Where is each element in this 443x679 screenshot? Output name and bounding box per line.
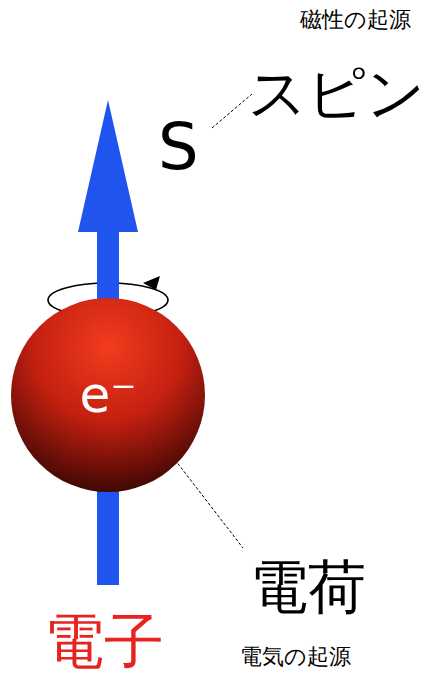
- sphere-body: [11, 298, 205, 492]
- title-label: 電子: [44, 608, 164, 674]
- electron-sphere: e⁻: [11, 298, 205, 492]
- rotation-arrowhead: [143, 276, 160, 290]
- note-text: 電気の起源: [240, 645, 351, 669]
- spin-arrow-head: [78, 100, 138, 232]
- leader-line: [212, 94, 252, 128]
- term-label: スピン: [248, 62, 425, 126]
- electron-symbol: e⁻: [79, 370, 136, 420]
- symbol-label: S: [158, 112, 199, 182]
- term-label: 電荷: [250, 556, 366, 620]
- note-text: 磁性の起源: [300, 8, 411, 32]
